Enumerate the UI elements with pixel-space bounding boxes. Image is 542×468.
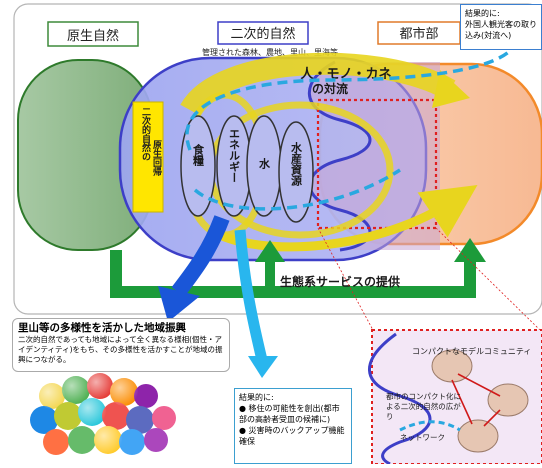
resource-oval-food — [180, 115, 216, 217]
connector-line-2 — [435, 227, 542, 333]
community-blob-3 — [457, 419, 499, 453]
top-right-note: 結果的に: 外国人観光客の取り込み(対流へ) — [460, 4, 542, 50]
network-link-3 — [483, 409, 501, 427]
resource-label-fish: 水産資源 — [290, 141, 303, 187]
network-label: ネットワーク — [400, 433, 445, 442]
top-right-note-line: 外国人観光客の取り込み(対流へ) — [465, 20, 537, 40]
network-link-1 — [457, 373, 501, 397]
tourism-loop-lower — [193, 168, 401, 211]
satoyama-box: 里山等の多様性を活かした地域振興 二次的自然であっても地域によって全く異なる様相… — [12, 318, 230, 372]
header-primary-box — [47, 21, 139, 47]
satoyama-body: 二次的自然であっても地域によって全く異なる様相(個性・アイデンティティ)をもち、… — [18, 335, 223, 364]
header-secondary: 二次的自然 — [230, 26, 295, 42]
satoyama-title: 里山等の多様性を活かした地域振興 — [18, 322, 186, 334]
focus-rect — [316, 98, 438, 230]
result-title: 結果的に: — [239, 393, 274, 402]
resource-label-energy: エネルギー — [228, 128, 241, 183]
result-box: 結果的に: ● 移住の可能性を創出(都市部の高齢者受皿の候補に) ● 災害時のバ… — [234, 388, 352, 464]
buffer-label-box — [132, 101, 164, 213]
ecosystem-services-label: 生態系サービスの提供 — [280, 274, 400, 289]
regional-arrow — [171, 215, 230, 297]
buffer-label-2: 原生回帰 — [151, 140, 162, 177]
compact-wave — [368, 332, 432, 466]
regional-arrowhead — [158, 286, 200, 322]
spiral-arrow — [207, 185, 478, 252]
arc-title-1: 人・モノ・カネ — [300, 66, 391, 82]
buffer-label-1: 二次的自然の — [140, 107, 151, 161]
arc-title-2: の対流 — [312, 81, 348, 96]
network-link-2 — [451, 379, 473, 425]
outer-frame — [13, 3, 542, 315]
result-item-1: ● 移住の可能性を創出(都市部の高齢者受皿の候補に) — [239, 404, 340, 424]
services-arrowhead-mid — [255, 240, 285, 262]
secondary-subtitle: 管理された森林、農地、里山、里海等 — [202, 47, 338, 57]
community-blob-2 — [487, 383, 529, 417]
resource-oval-fish — [278, 121, 314, 223]
network-dashed — [399, 420, 461, 432]
services-arrowhead-right — [454, 238, 486, 262]
diversity-balls-image — [30, 373, 176, 455]
services-bracket — [110, 250, 476, 298]
resource-label-food: 食糧 — [192, 143, 205, 167]
flow-arc-head — [432, 70, 470, 108]
header-secondary-box — [217, 21, 309, 45]
tourism-loop — [185, 43, 517, 151]
header-primary: 原生自然 — [67, 28, 119, 44]
result-item-2: ● 災害時のバックアップ機能確保 — [239, 426, 345, 446]
result-arrow — [234, 229, 268, 362]
header-urban: 都市部 — [399, 26, 438, 42]
top-right-note-title: 結果的に: — [465, 9, 500, 18]
result-arrowhead — [248, 356, 278, 378]
compact-left-text: 都市のコンパクト化による二次的自然の広がり — [386, 392, 461, 421]
community-blob-1 — [431, 349, 473, 383]
resource-label-water: 水 — [258, 157, 271, 170]
compact-title: コンパクトなモデルコミュニティ — [412, 346, 531, 356]
flow-arc — [180, 52, 456, 117]
